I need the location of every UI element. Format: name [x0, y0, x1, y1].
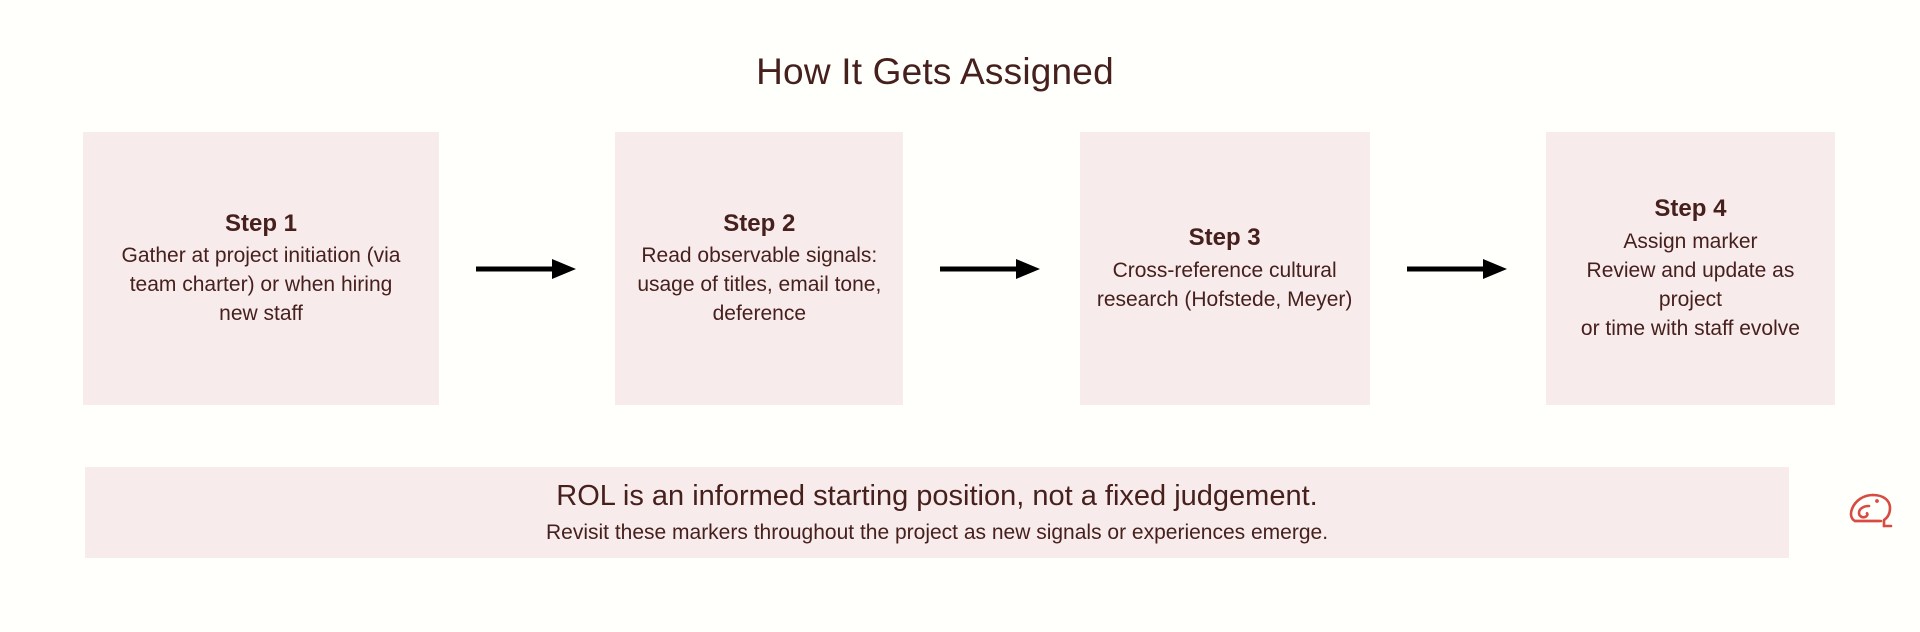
step-1-description: Gather at project initiation (via team c… [121, 244, 401, 326]
step-1-title: Step 1 [224, 209, 298, 237]
step-card-1[interactable]: Step 1 Gather at project initiation (via… [83, 132, 439, 405]
step-4-description: Assign marker Review and update as proje… [1580, 229, 1800, 340]
step-2-title: Step 2 [723, 209, 796, 237]
arrow-right-icon-3 [1406, 132, 1509, 405]
step-card-2[interactable]: Step 2 Read observable signals: usage of… [615, 132, 904, 405]
summary-banner: ROL is an informed starting position, no… [85, 467, 1789, 558]
step-3-title: Step 3 [1188, 224, 1261, 252]
arrow-right-icon-2 [940, 132, 1042, 405]
step-4-title: Step 4 [1654, 195, 1727, 223]
step-3-description: Cross-reference cultural research (Hofst… [1096, 258, 1353, 311]
arrow-right-icon-1 [476, 132, 578, 405]
step-2-description: Read observable signals: usage of titles… [637, 244, 882, 326]
step-card-3[interactable]: Step 3 Cross-reference cultural research… [1079, 132, 1370, 405]
process-flow: Step 1 Gather at project initiation (via… [83, 132, 1835, 407]
frog-logo-icon [1843, 487, 1899, 535]
step-card-4[interactable]: Step 4 Assign marker Review and update a… [1545, 132, 1835, 405]
page-title: How It Gets Assigned [756, 51, 1114, 92]
summary-subline: Revisit these markers throughout the pro… [545, 521, 1329, 545]
summary-headline: ROL is an informed starting position, no… [556, 480, 1318, 513]
